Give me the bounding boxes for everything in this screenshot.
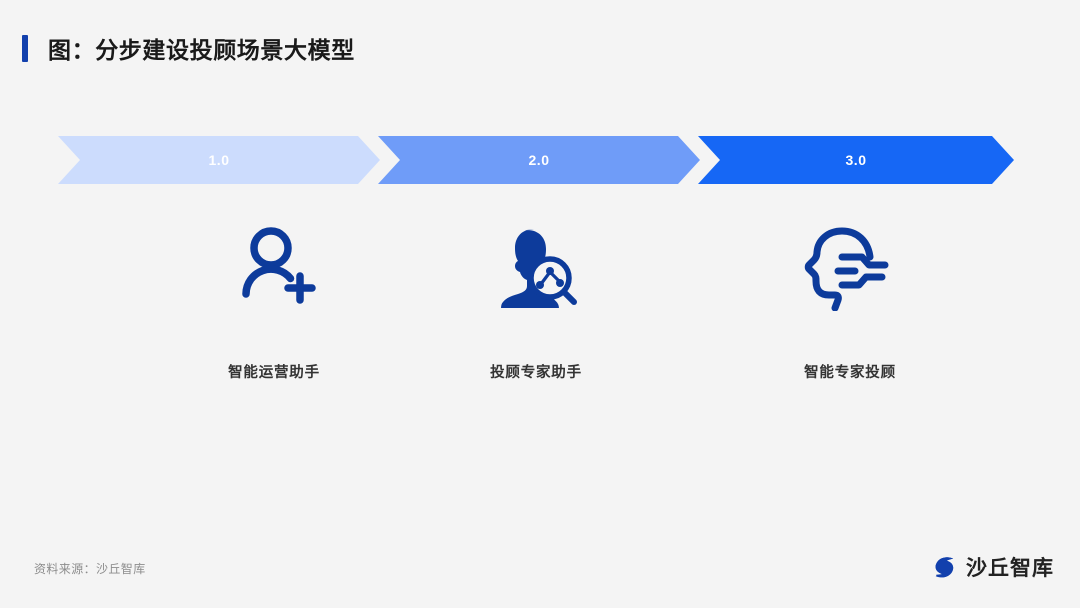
slide-header: 图：分步建设投顾场景大模型	[0, 26, 1080, 70]
chevron-label-stage-2: 2.0	[528, 152, 550, 168]
stage-item-3: 智能专家投顾	[690, 215, 1010, 382]
roadmap-stage-list: 智能运营助手	[58, 215, 1014, 395]
stage-item-1: 智能运营助手	[114, 215, 434, 382]
add-person-icon	[231, 215, 317, 315]
ai-head-circuit-icon	[804, 215, 896, 315]
person-search-analytics-icon	[493, 215, 579, 315]
page-title: 图：分步建设投顾场景大模型	[48, 37, 355, 63]
chevron-stage-2[interactable]: 2.0	[378, 136, 700, 184]
stage-label-1: 智能运营助手	[228, 365, 320, 381]
stage-label-2: 投顾专家助手	[490, 365, 582, 381]
slide-footer: 资料来源：沙丘智库 沙丘智库	[0, 544, 1080, 608]
chevron-stage-3[interactable]: 3.0	[698, 136, 1014, 184]
chevron-label-stage-1: 1.0	[208, 152, 230, 168]
stage-label-3: 智能专家投顾	[804, 365, 896, 381]
brand-logo: 沙丘智库	[933, 552, 1054, 582]
shaqiu-s-logo-icon	[935, 557, 954, 578]
brand-logo-text: 沙丘智库	[966, 557, 1054, 580]
chevron-stage-1[interactable]: 1.0	[58, 136, 380, 184]
chevron-label-stage-3: 3.0	[845, 152, 867, 168]
source-note: 资料来源：沙丘智库	[34, 562, 146, 576]
title-accent-bar	[22, 34, 28, 62]
stage-item-2: 投顾专家助手	[376, 215, 696, 382]
roadmap-chevron-bar: 1.0 2.0 3.0	[58, 136, 1014, 184]
